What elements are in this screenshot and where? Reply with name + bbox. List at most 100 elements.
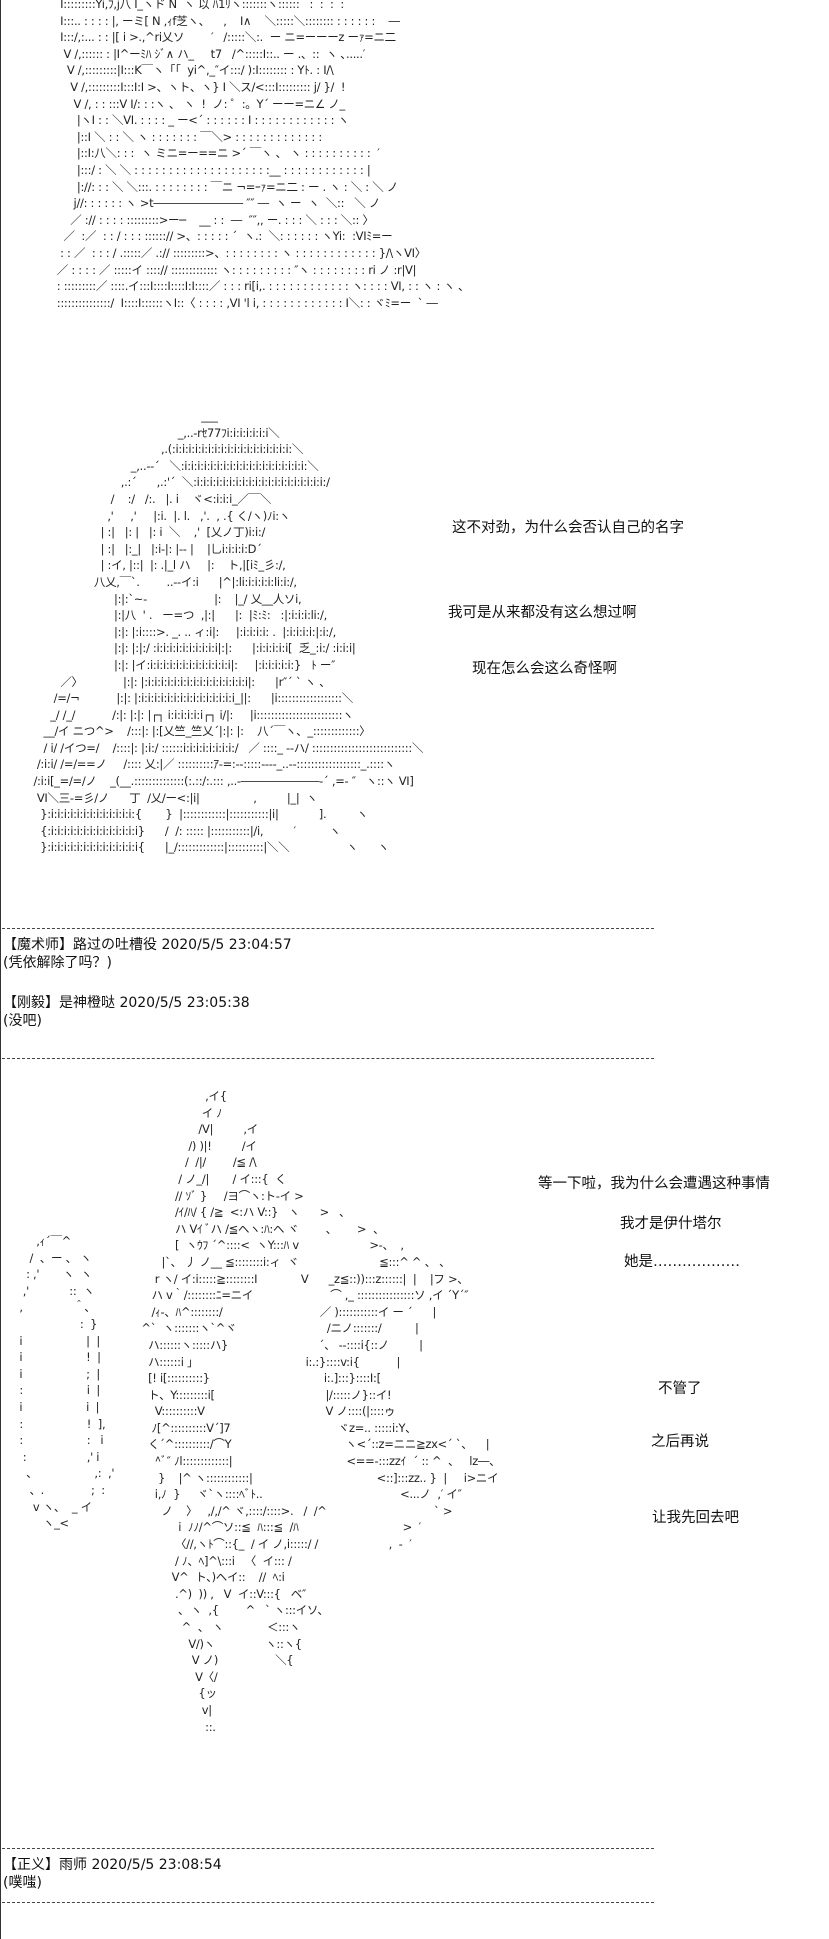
ascii-art-line: ___ bbox=[201, 409, 218, 423]
ascii-art-line: /ｲ/ﾊ/ { /≧ <:ハ V::} ヽ > 、 bbox=[174, 1205, 351, 1220]
ascii-art-character: ___ _,..-rｾ77ﾌi:i:i:i:i:i:i＼ ,.(:i:i:i:i:i… bbox=[10, 408, 423, 856]
ascii-art-line: : :::::::::／ ::::.イ:::I::::I::::I:I::::／… bbox=[56, 279, 470, 294]
ascii-art-line: / /|/ /≦ /\ bbox=[185, 1155, 257, 1170]
comment-header: 【刚毅】是神橙哒 2020/5/5 23:05:38 bbox=[3, 995, 250, 1011]
ascii-art-line: |:|: |:|:/ :i:i:i:i:i:i:i:i:i:i|:|: |:i:… bbox=[114, 641, 356, 656]
ascii-art-line: i ; | bbox=[19, 1366, 100, 1381]
ascii-art-line: ヽ_< bbox=[42, 1516, 69, 1531]
ascii-art-line: イ ﾉ bbox=[201, 1105, 222, 1120]
ascii-art-line: ,.:´ ,.:'´ ＼:i:i:i:i:i:i:i:i:i:i:i:i:i:i… bbox=[120, 475, 330, 490]
comment-body: (没吧) bbox=[3, 1013, 42, 1029]
ascii-art-oval: ,ｨ´￣^/ 、ー 、 ヽ: ,' ヽ ヽ,' :: ヽ, ＾、: }i | |… bbox=[6, 1230, 115, 1531]
ascii-art-line: {:i:i:i:i:i:i:i:i:i:i:i:i:i:i} / /: ::::… bbox=[40, 823, 341, 838]
ascii-art-line: }:i:i:i:i:i:i:i:i:i:i:i:i:i:{ } |:::::::… bbox=[40, 807, 368, 822]
ascii-art-line: ,イ{ bbox=[205, 1089, 227, 1103]
ascii-art-line: / :/ /:. |. i ヾ<:i:i:i_／￣＼ bbox=[110, 491, 272, 506]
ascii-art-line: |:|:`~‐ |: |_/ 乂__人ソi, bbox=[114, 591, 302, 606]
ascii-art-line: / i/ /イつ=/ /::::|: |:i:/ ::::::i:i:i:i:i… bbox=[43, 740, 424, 755]
comment-post: 【正义】雨师 2020/5/5 23:08:54 (噗嗤) bbox=[3, 1856, 222, 1892]
ascii-art-line: ハ v｀/::::::::ﾆ=ニイ ⌒ ,_ ::::::::::::::::ソ… bbox=[151, 1288, 469, 1303]
ascii-art-line: V /,:::::::::|I:::K￣ヽ「「 yi^,_″イ:::/ ):I:… bbox=[66, 63, 334, 78]
ascii-art-line: ハ::::::ヽ:::::ハ} ´、 -‐::::i{::ノ | bbox=[148, 1337, 423, 1352]
ascii-art-line: }:i:i:i:i:i:i:i:i:i:i:i:i:i:i{ |_/::::::… bbox=[40, 840, 389, 855]
ascii-art-line: 、. ; : bbox=[29, 1482, 105, 1497]
ascii-art-line: v ヽ、 _ イ bbox=[32, 1499, 92, 1514]
ascii-art-line: I:::.. : : : : |, ーミ[ N ,ｨf芝ヽ、 , I∧ ＼:::… bbox=[60, 13, 400, 28]
ascii-art-line: [ ヽｳﾌ ´^::::< ヽY:::ﾊ v >-、 , bbox=[174, 1238, 404, 1253]
ascii-art-line: ／ :// : : : : :::::::::>ー─ __ : : ― ″″,,… bbox=[70, 212, 374, 227]
ascii-art-line: :::::::::::::::/ I::::I::::::ヽI::〈 : : :… bbox=[56, 295, 438, 310]
ascii-art-line: / ﾉ、ﾍ]^\:::i 〈 イ::: / bbox=[174, 1553, 292, 1568]
ascii-art-line: |::I ＼ : : ＼ ヽ : : : : : : : ￣＼> : : : :… bbox=[76, 129, 322, 144]
ascii-art-line: く´^::::::::::/⌒Y ヽ<´::z=ニニ≧zx<´ `、 | bbox=[148, 1437, 490, 1452]
ascii-art-line: i,ﾉ } ヾ`ヽ::::ﾍﾞﾄ.. <...ノ ,′ イ″ bbox=[154, 1487, 462, 1502]
ascii-art-line: _,..-rｾ77ﾌi:i:i:i:i:i:i＼ bbox=[177, 425, 280, 440]
ascii-art-line: ,.(:i:i:i:i:i:i:i:i:i:i:i:i:i:i:i:i:i:i:… bbox=[161, 442, 304, 457]
comment-header: 【正义】雨师 2020/5/5 23:08:54 bbox=[3, 1857, 222, 1873]
dialogue-line: 之后再说 bbox=[651, 1433, 709, 1451]
ascii-art-line: |`、 丿 ノ__ ≦::::::::i:ィ ヾ ≦:::^ ^ 、 、 bbox=[161, 1254, 451, 1269]
ascii-art-line: /:i:i/ /=/==ノ /:::: 乂:|／ ::::::::::ｱ‐=:-… bbox=[36, 757, 395, 772]
ascii-art-line: : : i bbox=[19, 1433, 104, 1448]
ascii-art-line: 〈//,ヽﾄ⌒::{_ / イ ノ,i:::::/ / , ‐ ′ bbox=[174, 1537, 412, 1552]
ascii-art-line: ,' ,' |:i. |. l. ,'. , .{ く/ヽ)ﾉi:ヽ bbox=[107, 508, 291, 523]
ascii-art-line: ／〉 |:|: |:i:i:i:i:i:i:i:i:i:i:i:i:i:i:i:… bbox=[60, 674, 331, 689]
ascii-art-line: 八乂,￣`. ..-‐イ:i |^|:li:i:i:i:i:li:i:/, bbox=[93, 574, 297, 589]
ascii-art-line: ノ 〉 ,/,/^ ヾ,::::/::::>. / /^ ` > bbox=[161, 1503, 453, 1518]
dialogue-line: 我才是伊什塔尔 bbox=[620, 1215, 722, 1233]
ascii-art-line: ^ﾞ″ ﾉl:::::::::::::| <==‐:::zzｲ ´ :: ^ 、… bbox=[154, 1454, 501, 1469]
comment-header: 【魔术师】路过の吐槽役 2020/5/5 23:04:57 bbox=[3, 937, 292, 953]
dialogue-line: 现在怎么会这么奇怪啊 bbox=[472, 660, 617, 678]
dialogue-line: 这不对劲，为什么会否认自己的名字 bbox=[452, 519, 684, 537]
ascii-art-line: 、 ,: ,' bbox=[26, 1466, 115, 1481]
ascii-art-line: : i | bbox=[19, 1383, 100, 1398]
separator bbox=[2, 1058, 654, 1059]
ascii-art-line: ハ::::::i 」 i:.:}::::v:i{ | bbox=[148, 1354, 401, 1369]
ascii-art-line: V/)ヽ ヽ::ヽ{ bbox=[188, 1636, 302, 1651]
ascii-art-line: /:i:i[_=/=/ノ _(__.::::::::::::::(:.::/:.… bbox=[33, 774, 414, 789]
dialogue-line: 不管了 bbox=[658, 1380, 702, 1398]
ascii-art-line: r ヽ/ イ:i:::::≧::::::::I V _z≦::)):::z:::… bbox=[154, 1271, 469, 1286]
ascii-art-line: V /, : : :::V I/: : :ヽ 、 ヽ ! ノ: ゜:。Y´ ーー… bbox=[73, 96, 346, 111]
ascii-art-line: ::. bbox=[205, 1719, 216, 1734]
ascii-art-line: / 、ー 、 ヽ bbox=[29, 1250, 92, 1265]
ascii-art-line: V ノ) ＼{ bbox=[191, 1653, 294, 1668]
separator bbox=[2, 1902, 654, 1903]
ascii-art-line: V〈/ bbox=[195, 1669, 218, 1684]
separator bbox=[2, 1848, 654, 1849]
ascii-art-line: ト、Y:::::::::i[ |/:::::ノ}::イ! bbox=[148, 1387, 392, 1402]
comment-post: 【魔术师】路过の吐槽役 2020/5/5 23:04:57 (凭依解除了吗？) bbox=[3, 936, 292, 972]
ascii-art-line: |:|八 ' . ー=つ ,|:| |: |ﾐ:ﾐ: :|:i:i:i:li:/… bbox=[114, 608, 327, 623]
ascii-art-line: V^ ト、)ヘイ:: // ﾍ:i bbox=[171, 1570, 285, 1585]
ascii-art-line: ／ :／ : : / : : : ::::::// >、: : : : : ´ … bbox=[63, 229, 393, 244]
ascii-art-line: // ｿﾞ } /ヨ⌒ヽ:ト-イ > bbox=[174, 1188, 304, 1203]
ascii-art-line: | :| |: | |: i ＼ ,' [乂ノ丁)i:i:/ bbox=[100, 525, 266, 540]
ascii-art-line: _,..-‐´ ＼:i:i:i:i:i:i:i:i:i:i:i:i:i:i:i:… bbox=[130, 458, 319, 473]
ascii-art-line: ^` ヽ:::::::ヽ`^ヾ /ニノ:::::::/ | bbox=[141, 1321, 419, 1336]
ascii-art-line: V /,:::::: : |I^ーﾐﾊ ｼﾞ∧ ハ_ t7 /^:::::I::… bbox=[63, 46, 366, 61]
ascii-art-line: [! i[::::::::::} i:.]:::}::::I:[ bbox=[148, 1371, 381, 1386]
ascii-art-line: V::::::::::V V ノ::::(|::::ゥ bbox=[154, 1404, 396, 1419]
dialogue-line: 让我先回去吧 bbox=[652, 1509, 739, 1527]
ascii-art-line: ､ ヽ ,{ ^ ` ヽ:::イソ、 bbox=[178, 1603, 329, 1618]
ascii-art-line: /V| ,イ bbox=[198, 1122, 258, 1137]
ascii-art-line: : } bbox=[79, 1316, 98, 1331]
ascii-art-line: |::I:八＼: : : ヽ ミニ=ー==ニ >´ ￣ヽ 、 ヽ : : : :… bbox=[76, 146, 380, 161]
ascii-art-line: |:|: |イ:i:i:i:i:i:i:i:i:i:i:i:i:i|: |:i:… bbox=[114, 657, 336, 672]
ascii-art-line: /ｨ-、ﾊ^::::::::/ ／ ):::::::::::イ ー ´ | bbox=[151, 1304, 437, 1319]
comment-body: (噗嗤) bbox=[3, 1875, 42, 1891]
ascii-art-line: |:|: |:i::::>. _. .. ィ:i|: |:i:i:i:i: . … bbox=[114, 624, 336, 639]
left-border bbox=[0, 0, 1, 1939]
ascii-art-top: I:::::::::Yi,ﾌ,j八 I_ヽド N ヽ 以 ﾊ1ﾘヽ:::::::… bbox=[40, 0, 470, 311]
ascii-art-line: ハ Vｲ ﾞハ /≦ヘヽ:ﾊ:ヘ ヾ 、 > 、 bbox=[174, 1221, 385, 1236]
ascii-art-line: |:::/ : ＼ ＼ : : : : : : : : : : : : : : … bbox=[76, 162, 371, 177]
ascii-art-line: ﾉ[^::::::::::V´]7 ヾz=.. :::::i:Y、 bbox=[151, 1420, 417, 1435]
dialogue-line: 等一下啦，我为什么会遭遇这种事情 bbox=[538, 1175, 770, 1193]
ascii-art-line: i | | bbox=[19, 1333, 100, 1348]
ascii-art-line: i ! | bbox=[19, 1350, 101, 1365]
ascii-art-line: {ッ bbox=[198, 1686, 217, 1701]
ascii-art-line: j//: : : : : : ヽ >t―――――――― ″″ ― ヽ ー ヽ ＼… bbox=[73, 196, 381, 211]
ascii-art-line: : ,' i bbox=[22, 1449, 100, 1464]
ascii-art-line: ,' :: ヽ bbox=[22, 1283, 95, 1298]
ascii-art-line: i ﾉﾉ/^⌒ソ::≦ ﾊ:::≦ /ﾊ > ′ bbox=[178, 1520, 421, 1535]
